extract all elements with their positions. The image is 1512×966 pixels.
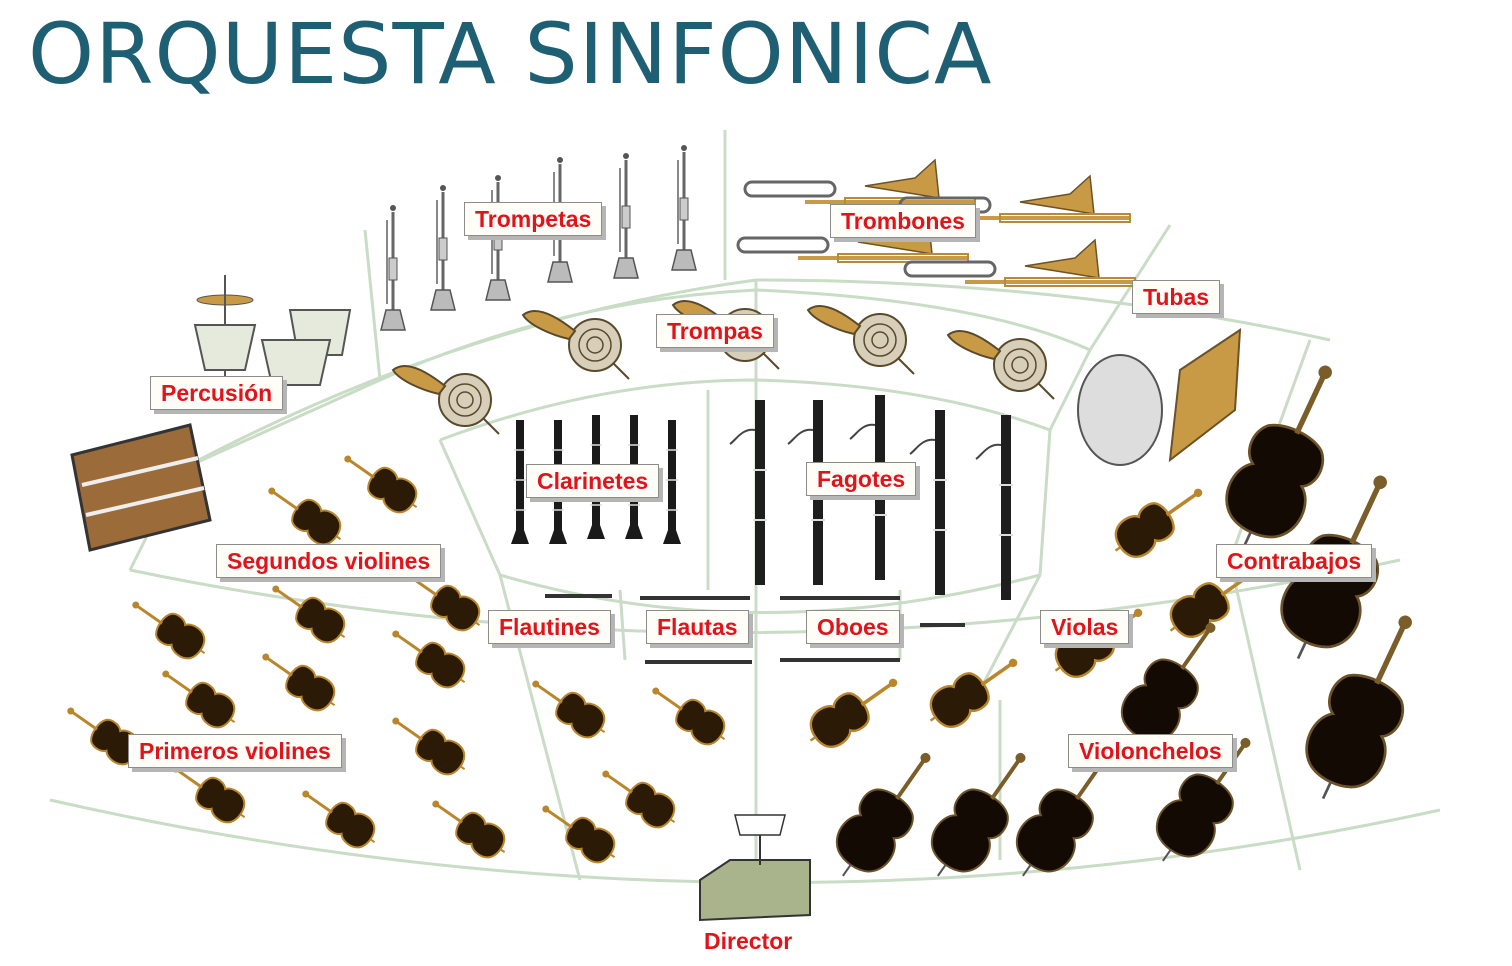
label-segundos-violines: Segundos violines <box>216 544 442 578</box>
label-percusion: Percusión <box>150 376 284 410</box>
label-violonchelos: Violonchelos <box>1068 734 1233 768</box>
label-director: Director <box>704 928 793 954</box>
tuba-instrument <box>1077 328 1242 466</box>
label-trompetas: Trompetas <box>464 202 603 236</box>
label-flautines: Flautines <box>488 610 611 644</box>
label-primeros-violines: Primeros violines <box>128 734 342 768</box>
woodwind-row-instruments <box>545 594 965 664</box>
label-clarinetes: Clarinetes <box>526 464 660 498</box>
label-trompas: Trompas <box>656 314 774 348</box>
label-contrabajos: Contrabajos <box>1216 544 1373 578</box>
bassoon-instruments <box>729 394 1014 601</box>
label-violas: Violas <box>1040 610 1130 644</box>
director-podium <box>699 814 811 922</box>
percussion-instruments <box>70 275 352 552</box>
label-oboes: Oboes <box>806 610 900 644</box>
label-fagotes: Fagotes <box>806 462 917 496</box>
page-title: ORQUESTA SINFONICA <box>28 5 993 103</box>
label-tubas: Tubas <box>1132 280 1221 314</box>
label-flautas: Flautas <box>646 610 749 644</box>
label-trombones: Trombones <box>830 204 976 238</box>
section-lines <box>49 130 1441 885</box>
